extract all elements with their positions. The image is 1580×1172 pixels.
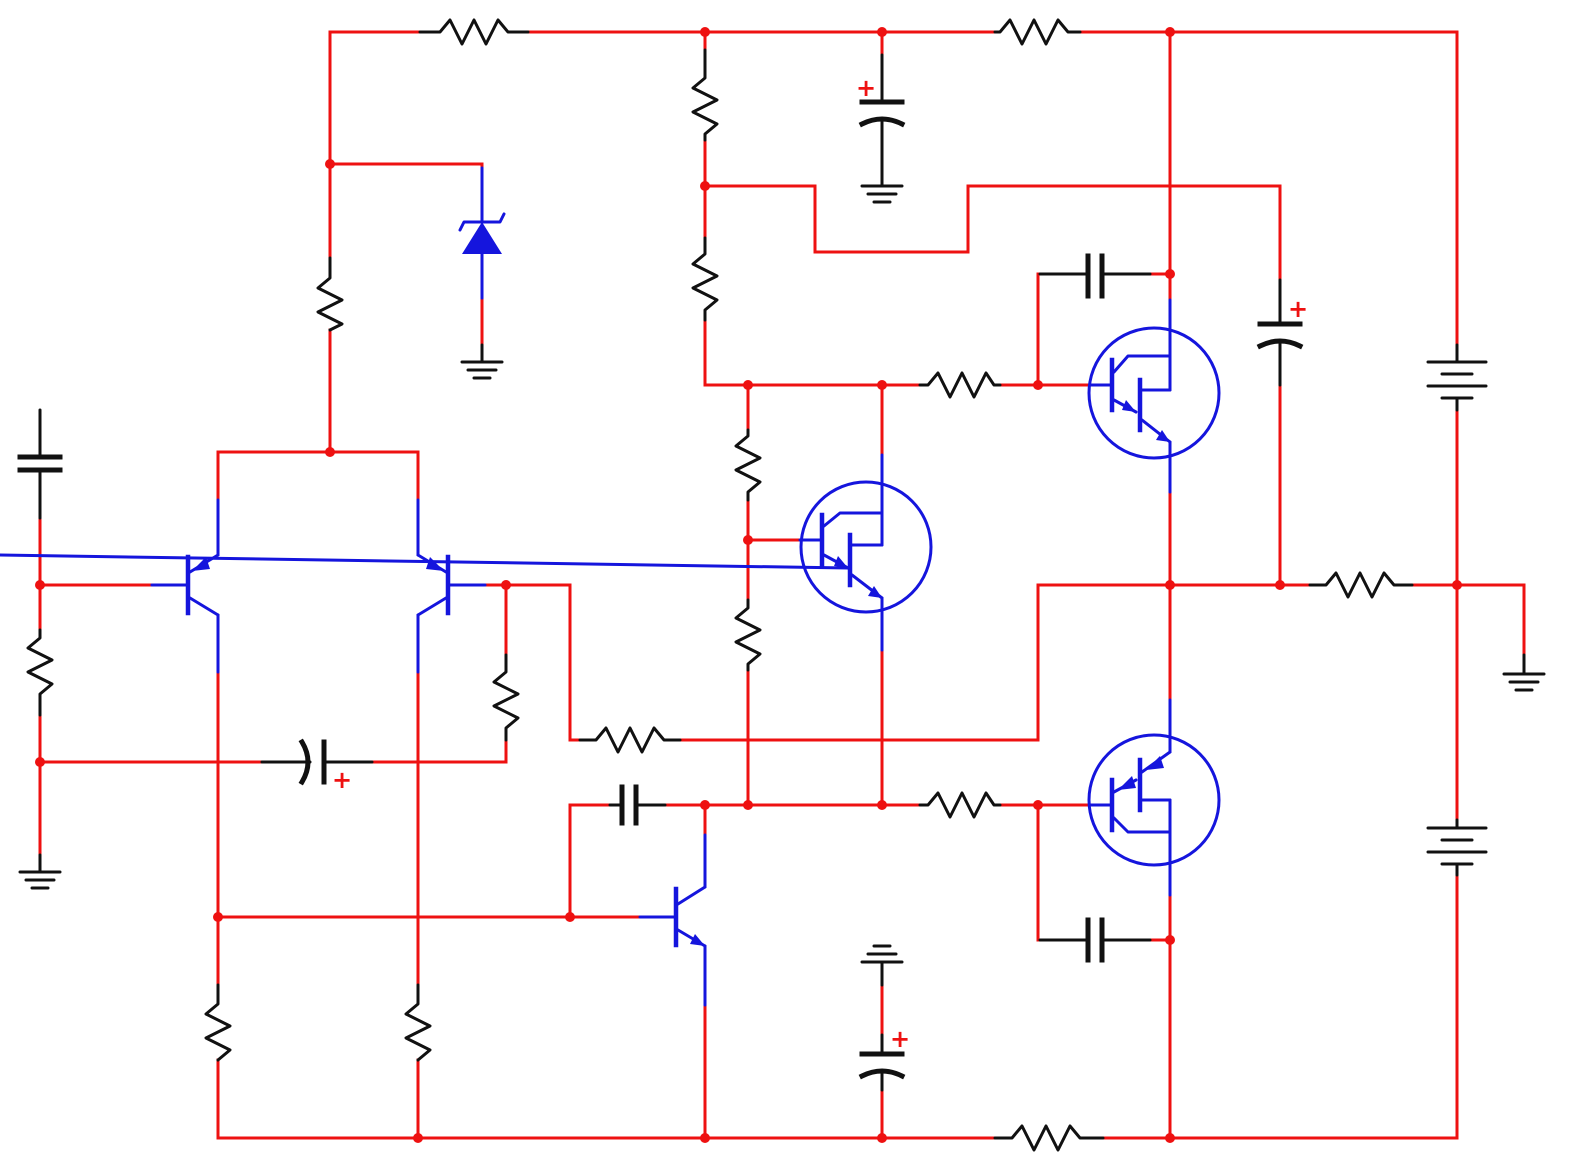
capacitors: + + <box>17 53 1308 1092</box>
polarity-plus: + <box>856 74 876 102</box>
ground-icon <box>460 343 504 380</box>
wires <box>38 30 1526 1140</box>
ground-icon <box>860 182 904 204</box>
resistor-icon <box>404 983 432 1062</box>
darlington-transistor-icon <box>1087 698 1221 897</box>
grounds <box>18 182 1546 967</box>
capacitor-icon <box>1038 917 1152 963</box>
npn-transistor-icon <box>638 833 707 1007</box>
capacitor-icon <box>17 408 63 520</box>
resistor-icon <box>993 18 1082 46</box>
polarity-plus: + <box>890 1025 910 1053</box>
resistor-icon <box>734 598 762 672</box>
resistor-icon <box>418 18 530 46</box>
pnp-transistor-icon <box>416 498 487 674</box>
ground-icon <box>18 853 62 890</box>
resistor-icon <box>691 48 719 142</box>
resistor-icon <box>734 428 762 502</box>
resistor-icon <box>26 628 54 717</box>
resistor-icon <box>691 236 719 322</box>
polarity-plus: + <box>332 766 352 794</box>
resistor-icon <box>1308 571 1414 599</box>
battery-icon <box>1426 818 1488 877</box>
polarity-plus: + <box>1288 295 1308 323</box>
zener-diode-icon <box>458 166 506 300</box>
electrolytic-capacitor-icon: + <box>856 53 906 186</box>
resistor-icon <box>204 983 232 1062</box>
ground-icon <box>860 944 904 967</box>
darlington-transistor-icon <box>1087 298 1221 494</box>
resistor-icon <box>578 726 682 754</box>
resistor-icon <box>993 1124 1105 1152</box>
battery-icon <box>1426 343 1488 412</box>
ground-icon <box>1502 653 1546 692</box>
electrolytic-capacitor-icon: + <box>260 738 374 794</box>
junction-dots <box>35 27 1462 1143</box>
resistors <box>26 18 1414 1152</box>
pnp-transistor-icon <box>150 498 220 674</box>
resistor-icon <box>918 371 1002 399</box>
electrolytic-capacitor-icon: + <box>1256 278 1308 387</box>
resistor-icon <box>918 791 1002 819</box>
resistor-icon <box>316 256 344 332</box>
transistors <box>0 298 1221 1007</box>
resistor-icon <box>492 653 520 742</box>
capacitor-icon <box>1038 253 1152 299</box>
capacitor-icon <box>608 784 667 826</box>
batteries <box>1426 343 1488 877</box>
electrolytic-capacitor-icon: + <box>858 963 910 1092</box>
darlington-transistor-icon <box>0 453 933 652</box>
